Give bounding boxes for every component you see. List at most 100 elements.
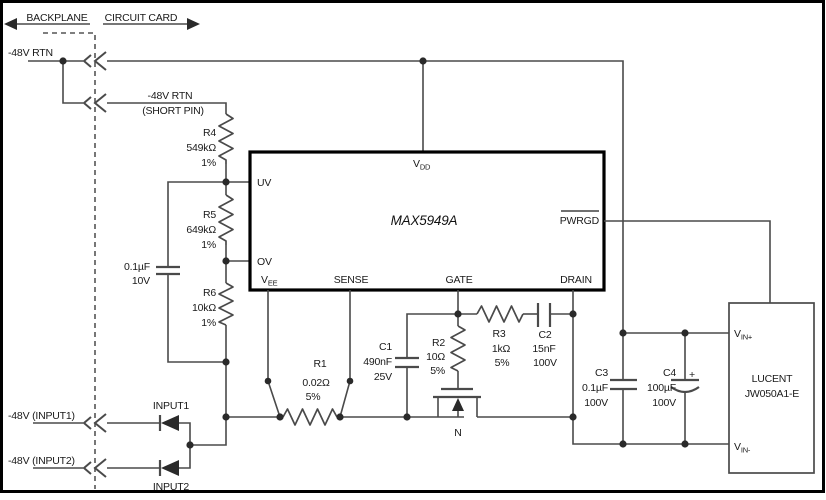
r1-value: 0.02Ω	[302, 377, 330, 389]
capacitor-c4: + C4 100µF 100V	[647, 333, 700, 444]
connector-pin-icon	[93, 51, 107, 71]
c2-ref: C2	[538, 329, 551, 341]
r5-tolerance: 1%	[201, 239, 216, 251]
short-pin-label-line2: (SHORT PIN)	[142, 105, 204, 117]
c3-value: 0.1µF	[582, 382, 608, 394]
r2-value: 10Ω	[426, 351, 445, 363]
module-body	[728, 302, 815, 474]
connector-pin-icon	[82, 416, 92, 430]
input1-net-label: -48V (INPUT1)	[8, 410, 75, 422]
wire-drain-column	[572, 290, 729, 445]
connector-pin-icon	[82, 96, 92, 110]
wire-vee-kelvin	[267, 290, 281, 418]
c4-rating: 100V	[652, 397, 676, 409]
junction-dot	[569, 413, 577, 421]
net-48v-rtn-short-pin: -48V RTN (SHORT PIN)	[82, 90, 227, 117]
junction-dot	[59, 57, 67, 65]
r1-ref: R1	[313, 358, 326, 370]
junction-dot	[264, 377, 272, 385]
junction-dot	[681, 440, 689, 448]
module-lucent: VIN+ VIN- LUCENT JW050A1-E	[728, 302, 815, 474]
diode2-label: INPUT2	[153, 481, 190, 493]
r3-value: 1kΩ	[492, 343, 511, 355]
capacitor-c3: C3 0.1µF 100V	[582, 333, 637, 444]
wire	[179, 445, 191, 469]
connector-pin-icon	[82, 54, 92, 68]
net-input2: -48V (INPUT2) INPUT2	[8, 445, 191, 493]
boundary-header: BACKPLANE CIRCUIT CARD	[4, 12, 200, 489]
junction-dot	[222, 413, 230, 421]
pin-label-drain: DRAIN	[560, 274, 592, 286]
r3-ref: R3	[492, 328, 505, 340]
sense-resistor-r1: R1 0.02Ω 5%	[267, 290, 351, 426]
r2-ref: R2	[432, 337, 445, 349]
wire	[107, 60, 624, 333]
mosfet-channel-label: N	[454, 427, 461, 439]
wire-pwrgd	[604, 220, 771, 303]
junction-dot	[419, 57, 427, 65]
junction-dot	[276, 413, 284, 421]
c1-value: 490nF	[363, 356, 392, 368]
connector-pin-icon	[93, 413, 107, 433]
junction-dot	[222, 178, 230, 186]
r4-tolerance: 1%	[201, 157, 216, 169]
r5-value: 649kΩ	[186, 224, 216, 236]
resistor-r6: R6 10kΩ 1%	[192, 261, 234, 417]
resistor-symbol	[218, 194, 234, 245]
c4-polarity-icon: +	[689, 369, 695, 381]
junction-dot	[681, 329, 689, 337]
connector-pin-icon	[82, 461, 92, 475]
backplane-label: BACKPLANE	[26, 12, 87, 24]
pin-label-vdd: VDD	[413, 158, 431, 172]
wire	[406, 313, 458, 358]
resistor-symbol	[218, 282, 234, 326]
module-name-line2: JW050A1-E	[745, 388, 799, 400]
cuv-value: 0.1µF	[124, 261, 150, 273]
cuv-rating: 10V	[132, 275, 150, 287]
capacitor-c1: C1 490nF 25V	[363, 290, 459, 417]
r4-ref: R4	[203, 127, 216, 139]
c4-ref: C4	[663, 367, 676, 379]
junction-dot	[569, 310, 577, 318]
input2-net-label: -48V (INPUT2)	[8, 455, 75, 467]
mosfet-body-arrow-icon	[452, 398, 464, 411]
c3-rating: 100V	[584, 397, 608, 409]
wire	[167, 274, 226, 363]
circuit-card-arrow-icon	[187, 18, 200, 30]
module-pin-vin-plus: VIN+	[734, 328, 753, 342]
c1-rating: 25V	[374, 371, 392, 383]
r4-value: 549kΩ	[186, 142, 216, 154]
junction-dot	[403, 413, 411, 421]
ic-body	[248, 150, 606, 292]
pin-label-pwrgd: PWRGD	[560, 215, 600, 227]
wire	[179, 422, 191, 445]
rtn-net-label: -48V RTN	[8, 47, 53, 59]
resistor-r2: R2 10Ω 5%	[426, 314, 466, 377]
pin-label-gate: GATE	[445, 274, 472, 286]
backplane-arrow-icon	[4, 18, 17, 30]
resistor-symbol	[218, 113, 234, 164]
resistor-symbol	[450, 325, 466, 372]
diode-icon	[161, 460, 179, 476]
c2-value: 15nF	[532, 343, 555, 355]
pin-label-vee: VEE	[261, 274, 278, 288]
ic-max5949a: MAX5949A UV OV VEE VDD SENSE GATE DRAIN …	[248, 150, 606, 292]
wire	[62, 61, 83, 104]
junction-dot	[336, 413, 344, 421]
r2-tolerance: 5%	[430, 365, 445, 377]
junction-dots	[59, 57, 689, 449]
diode1-label: INPUT1	[153, 400, 190, 412]
circuit-card-label: CIRCUIT CARD	[105, 12, 178, 24]
capacitor-uv-filter: 0.1µF 10V	[124, 181, 250, 363]
ic-part-number: MAX5949A	[391, 213, 458, 228]
c1-ref: C1	[379, 341, 392, 353]
connector-pin-icon	[93, 458, 107, 478]
junction-dot	[222, 257, 230, 265]
module-pin-vin-minus: VIN-	[734, 441, 751, 455]
resistor-r3: R3 1kΩ 5%	[458, 305, 524, 369]
wire-input-feed	[190, 417, 227, 446]
c3-ref: C3	[595, 367, 608, 379]
